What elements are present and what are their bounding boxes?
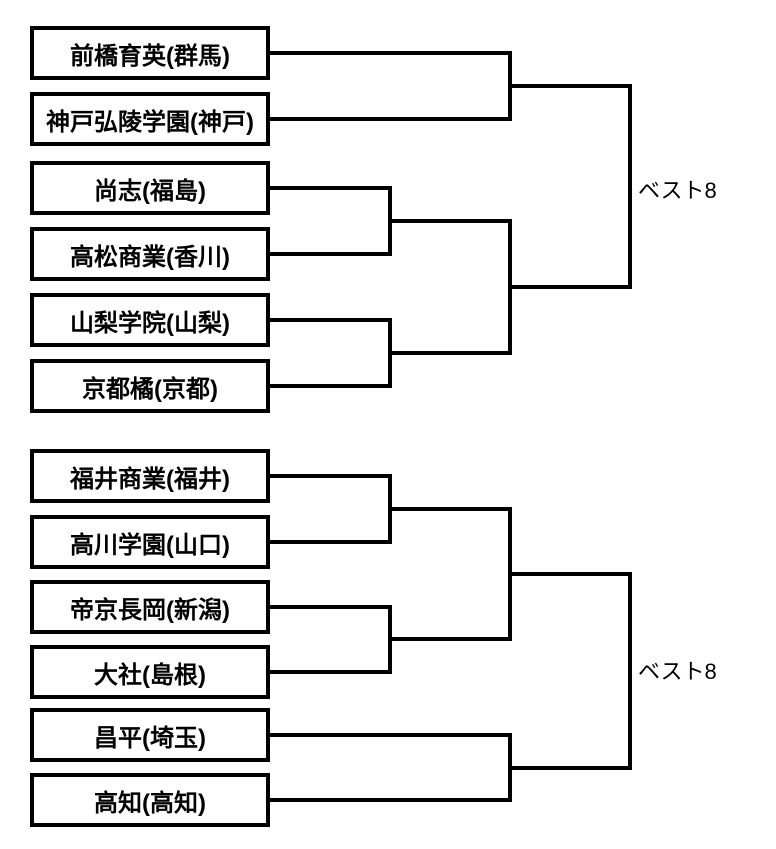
connector-line [266, 798, 512, 802]
connector-line [266, 186, 392, 190]
connector-line [266, 51, 512, 55]
connector-line [388, 507, 512, 511]
team-box-shoshi: 尚志(福島) [30, 161, 270, 215]
team-box-takamatsu-shogyo: 高松商業(香川) [30, 227, 270, 281]
team-box-fukui-shogyo: 福井商業(福井) [30, 449, 270, 503]
team-box-shohei: 昌平(埼玉) [30, 708, 270, 762]
connector-line [508, 572, 632, 576]
team-box-takagawa-gakuen: 高川学園(山口) [30, 515, 270, 569]
connector-line [628, 84, 632, 289]
connector-line [266, 384, 392, 388]
connector-line [266, 252, 392, 256]
connector-line [266, 117, 512, 121]
connector-line [266, 605, 392, 609]
team-box-yamanashi-gakuin: 山梨学院(山梨) [30, 293, 270, 347]
connector-line [508, 766, 632, 770]
team-box-taisha: 大社(島根) [30, 645, 270, 699]
connector-line [508, 84, 632, 88]
team-box-maebashi-ikuei: 前橋育英(群馬) [30, 26, 270, 80]
connector-line [266, 733, 512, 737]
connector-line [266, 670, 392, 674]
connector-line [388, 219, 512, 223]
connector-line [508, 285, 632, 289]
connector-line [266, 474, 392, 478]
connector-line [266, 540, 392, 544]
team-box-kyoto-tachibana: 京都橘(京都) [30, 359, 270, 413]
team-box-kochi: 高知(高知) [30, 773, 270, 827]
round-label-best8-bottom: ベスト8 [638, 659, 717, 684]
team-box-teikyo-nagaoka: 帝京長岡(新潟) [30, 580, 270, 634]
connector-line [266, 318, 392, 322]
connector-line [388, 637, 512, 641]
team-box-kobe-koryo-gakuen: 神戸弘陵学園(神戸) [30, 92, 270, 146]
connector-line [388, 351, 512, 355]
round-label-best8-top: ベスト8 [638, 178, 717, 203]
connector-line [628, 572, 632, 770]
